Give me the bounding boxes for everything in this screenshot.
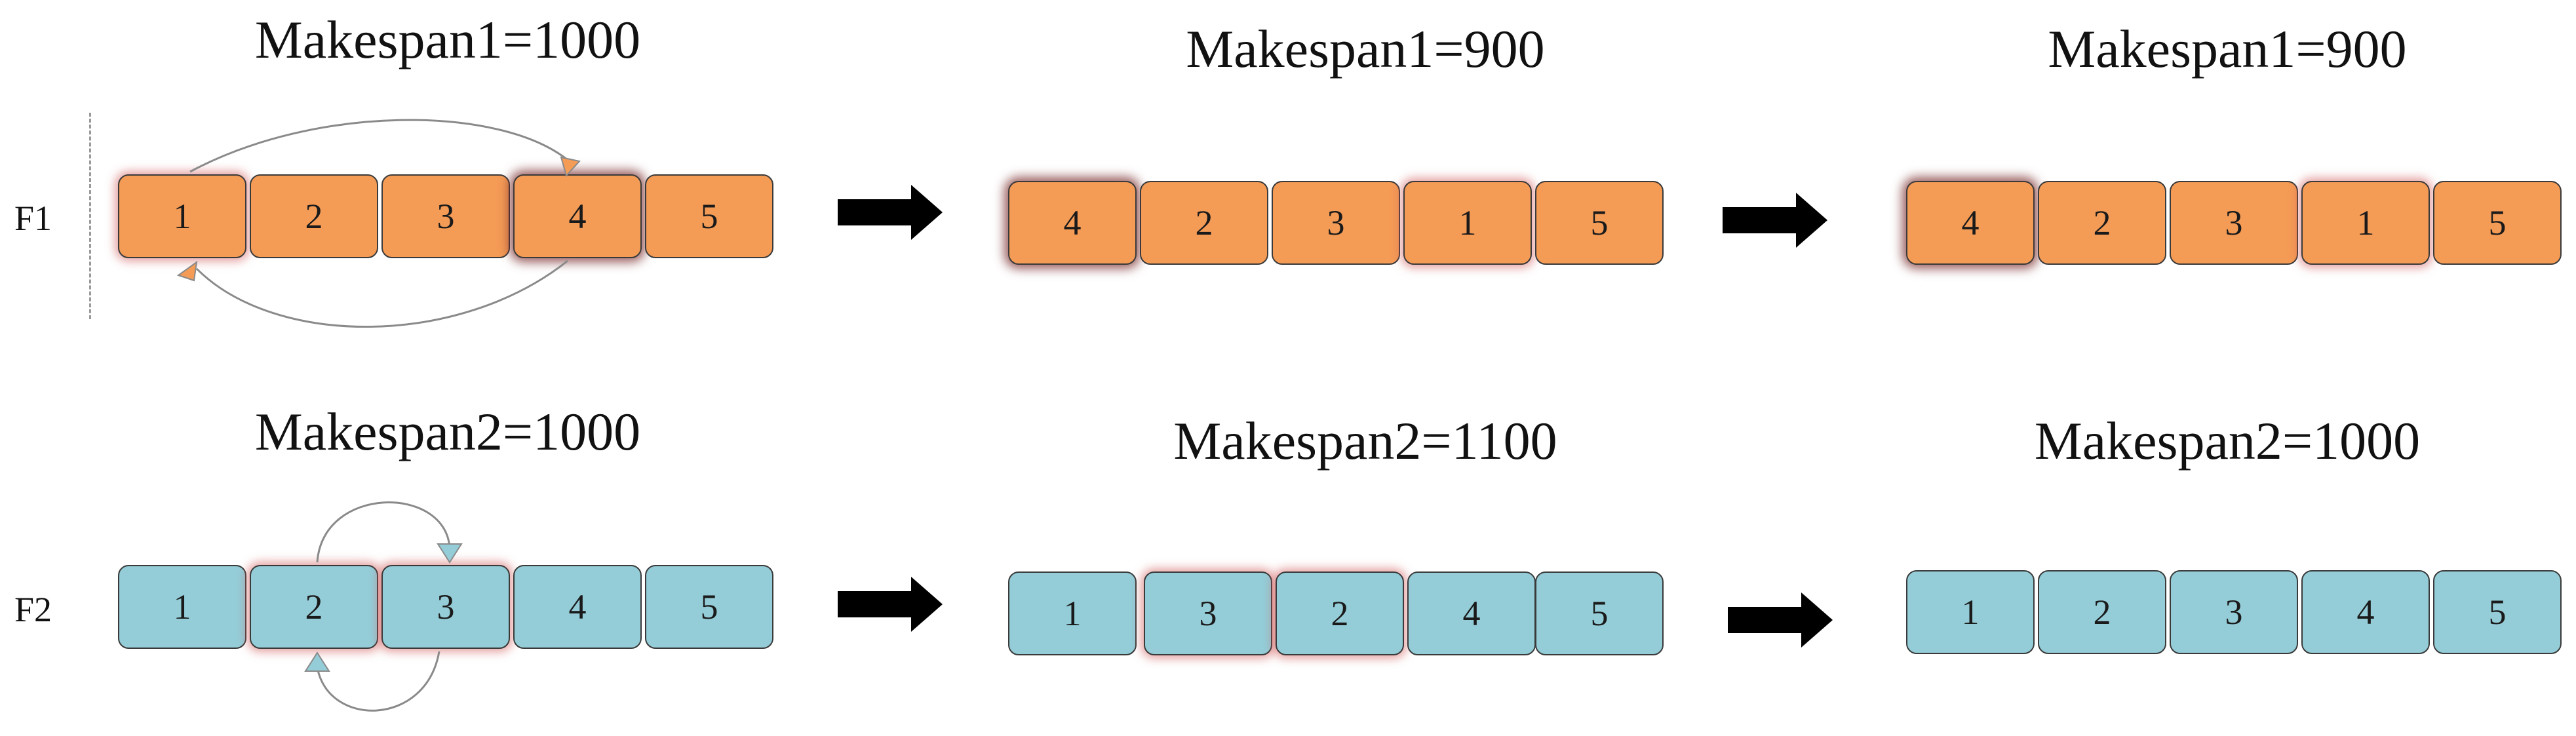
curved-arrow-icon <box>316 651 440 712</box>
job-box-f2-s3-1: 1 <box>1906 570 2035 654</box>
job-box-f1-s3-3: 3 <box>2170 181 2298 265</box>
arrowhead-icon <box>560 156 581 178</box>
job-box-f1-s1-3: 3 <box>381 174 510 258</box>
job-box-f2-s2-5: 5 <box>1535 571 1664 655</box>
job-box-f2-s2-4: 4 <box>1407 571 1536 655</box>
job-box-f2-s1-5: 5 <box>645 565 773 649</box>
job-box-f2-s3-4: 4 <box>2301 570 2430 654</box>
job-box-f1-s2-4: 1 <box>1403 181 1532 265</box>
right-arrow-icon <box>838 577 943 632</box>
job-box-f2-s3-5: 5 <box>2433 570 2562 654</box>
job-box-f1-s3-1: 4 <box>1906 181 2035 265</box>
curved-arrow-icon <box>195 260 568 328</box>
right-arrow-icon <box>1728 592 1833 648</box>
job-box-f1-s3-5: 5 <box>2433 181 2562 265</box>
title-f2-stage1: Makespan2=1000 <box>254 402 641 461</box>
job-box-f2-s3-2: 2 <box>2038 570 2166 654</box>
job-box-f2-s1-1: 1 <box>118 565 246 649</box>
job-box-f2-s2-1: 1 <box>1008 571 1137 655</box>
arrowhead-icon <box>176 260 198 282</box>
job-box-f1-s1-1: 1 <box>118 174 246 258</box>
job-box-f2-s2-3: 2 <box>1276 571 1404 655</box>
job-box-f1-s2-2: 2 <box>1140 181 1268 265</box>
job-box-f1-s3-4: 1 <box>2301 181 2430 265</box>
title-f1-stage3: Makespan1=900 <box>2048 19 2407 79</box>
job-box-f2-s1-2: 2 <box>250 565 378 649</box>
curved-arrow-icon <box>316 501 451 563</box>
job-box-f1-s3-2: 2 <box>2038 181 2166 265</box>
row-label-f1: F1 <box>14 199 52 238</box>
title-f1-stage2: Makespan1=900 <box>1186 19 1545 79</box>
title-f2-stage3: Makespan2=1000 <box>2034 411 2421 471</box>
job-box-f2-s1-3: 3 <box>381 565 510 649</box>
title-f1-stage1: Makespan1=1000 <box>254 10 641 69</box>
right-arrow-icon <box>1723 193 1827 248</box>
arrowhead-icon <box>304 651 330 672</box>
job-box-f1-s2-5: 5 <box>1535 181 1664 265</box>
right-arrow-icon <box>838 185 943 240</box>
row-label-f2: F2 <box>14 590 52 629</box>
job-box-f1-s2-3: 3 <box>1272 181 1400 265</box>
job-box-f2-s2-2: 3 <box>1144 571 1272 655</box>
job-box-f1-s1-5: 5 <box>645 174 773 258</box>
job-box-f2-s3-3: 3 <box>2170 570 2298 654</box>
row-divider <box>89 113 91 319</box>
curved-arrow-icon <box>189 119 568 173</box>
job-box-f2-s1-4: 4 <box>513 565 642 649</box>
job-box-f1-s1-2: 2 <box>250 174 378 258</box>
job-box-f1-s1-4: 4 <box>513 174 642 258</box>
title-f2-stage2: Makespan2=1100 <box>1173 411 1557 471</box>
arrowhead-icon <box>437 543 463 564</box>
job-box-f1-s2-1: 4 <box>1008 181 1137 265</box>
